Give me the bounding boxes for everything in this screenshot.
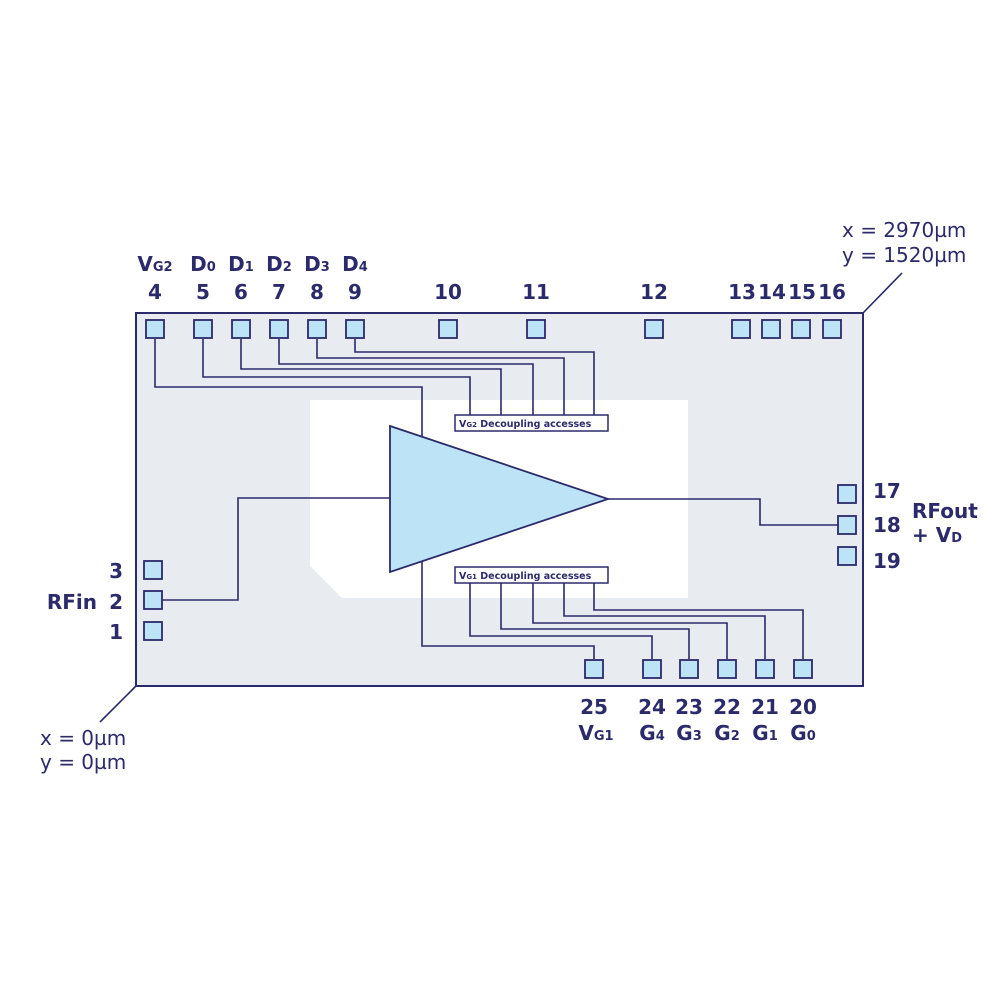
- pin-name-d4: D4: [342, 252, 368, 276]
- vg1-decoupling-box: [454, 566, 609, 584]
- pad-13: [731, 319, 751, 339]
- pin-name-d0: D0: [190, 252, 216, 276]
- pin-name-d2: D2: [266, 252, 292, 276]
- pad-3: [143, 560, 163, 580]
- pin-name-d1: D1: [228, 252, 254, 276]
- pin-name-vd: + VD: [912, 523, 962, 547]
- coord-top-right-x: x = 2970µm: [842, 218, 966, 242]
- pin-name-g0: G0: [790, 721, 815, 745]
- pin-number: 15: [788, 280, 816, 304]
- pin-number: 3: [109, 559, 123, 583]
- top-pin-labels: 4 5 6 7 8 9 10 11 12 13 14 15 16 VG2 D0 …: [137, 252, 846, 304]
- pad-24: [642, 659, 662, 679]
- pad-18: [837, 515, 857, 535]
- pin-number: 18: [873, 513, 901, 537]
- pad-17: [837, 484, 857, 504]
- pin-number: 22: [713, 695, 741, 719]
- bottom-pin-labels: 25 24 23 22 21 20 VG1 G4 G3 G2 G1 G0: [578, 695, 817, 745]
- pin-number: 16: [818, 280, 846, 304]
- pin-number: 4: [148, 280, 162, 304]
- pin-name-g2: G2: [714, 721, 739, 745]
- pad-23: [679, 659, 699, 679]
- pin-number: 8: [310, 280, 324, 304]
- wires: [154, 339, 838, 659]
- pin-name-d3: D3: [304, 252, 330, 276]
- pin-number: 25: [580, 695, 608, 719]
- pad-2: [143, 590, 163, 610]
- pad-20: [793, 659, 813, 679]
- pad-22: [717, 659, 737, 679]
- corner-leader-bottom-left: [99, 685, 137, 723]
- pad-21: [755, 659, 775, 679]
- amplifier-symbol: [389, 424, 611, 574]
- pin-number: 5: [196, 280, 210, 304]
- pin-number: 2: [109, 590, 123, 614]
- pin-name-rfout: RFout: [912, 499, 978, 523]
- pad-6: [231, 319, 251, 339]
- pin-name-g1: G1: [752, 721, 777, 745]
- pad-12: [644, 319, 664, 339]
- pin-number: 21: [751, 695, 779, 719]
- pin-name-rfin: RFin: [47, 590, 97, 614]
- vg2-decoupling-box: [454, 414, 609, 432]
- pad-10: [438, 319, 458, 339]
- pin-name-vg2: VG2: [137, 252, 172, 276]
- pin-name-vg1: VG1: [578, 721, 613, 745]
- pin-number: 24: [638, 695, 666, 719]
- pin-number: 17: [873, 479, 901, 503]
- pin-number: 14: [758, 280, 786, 304]
- pin-name-g3: G3: [676, 721, 701, 745]
- pin-number: 10: [434, 280, 462, 304]
- corner-leader-top-right: [862, 272, 903, 314]
- coord-bottom-left-x: x = 0µm: [40, 726, 126, 750]
- coord-bottom-left-y: y = 0µm: [40, 750, 126, 774]
- pad-1: [143, 621, 163, 641]
- pin-number: 9: [348, 280, 362, 304]
- top-pads: [145, 319, 842, 339]
- left-pin-labels: 3 2 RFin 1: [47, 559, 123, 644]
- pin-name-g4: G4: [639, 721, 664, 745]
- pin-number: 1: [109, 620, 123, 644]
- pin-number: 11: [522, 280, 550, 304]
- pad-19: [837, 546, 857, 566]
- vg1-decoupling-label: VG1 Decoupling accesses: [459, 571, 592, 582]
- pad-4: [145, 319, 165, 339]
- pad-5: [193, 319, 213, 339]
- pin-number: 20: [789, 695, 817, 719]
- vg2-decoupling-label: VG2 Decoupling accesses: [459, 419, 592, 430]
- pad-15: [791, 319, 811, 339]
- pin-number: 19: [873, 549, 901, 573]
- pin-number: 6: [234, 280, 248, 304]
- right-pin-labels: 17 18 RFout + VD 19: [873, 479, 978, 573]
- pad-25: [584, 659, 604, 679]
- pad-9: [345, 319, 365, 339]
- pin-number: 7: [272, 280, 286, 304]
- pin-number: 12: [640, 280, 668, 304]
- pad-16: [822, 319, 842, 339]
- pad-7: [269, 319, 289, 339]
- pin-number: 23: [675, 695, 703, 719]
- pad-8: [307, 319, 327, 339]
- pin-number: 13: [728, 280, 756, 304]
- pad-14: [761, 319, 781, 339]
- coord-top-right-y: y = 1520µm: [842, 243, 966, 267]
- pad-11: [526, 319, 546, 339]
